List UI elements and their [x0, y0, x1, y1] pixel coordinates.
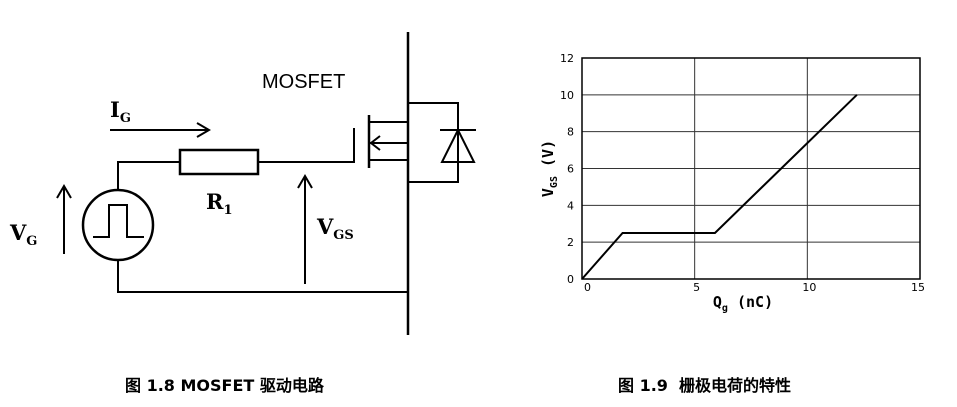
- caption-left: 图 1.8 MOSFET 驱动电路: [125, 376, 324, 395]
- vgs-arrow-head: [297, 174, 313, 189]
- y-tick-label: 4: [567, 199, 574, 212]
- x-tick-label: 5: [693, 281, 700, 294]
- ground-wire: [117, 260, 408, 293]
- r1-label: R1: [206, 189, 233, 218]
- diode-loop: [408, 102, 459, 183]
- vg-label: VG: [9, 220, 37, 249]
- resistor-r1: [178, 148, 260, 176]
- gate-source-symbol: [81, 188, 155, 262]
- y-tick-label: 6: [567, 163, 574, 176]
- vg-arrow-head: [56, 184, 72, 199]
- wire-source-to-resistor: [117, 161, 180, 190]
- x-tick-label: 15: [911, 281, 925, 294]
- plot-frame: [581, 57, 921, 280]
- mosfet-label: MOSFET: [262, 71, 345, 93]
- y-tick-label: 0: [567, 273, 574, 286]
- gate-charge-chart: 0 2 4 6 8 10 12 0 5 10 15 Qg (nC) VGS (V): [539, 52, 925, 314]
- y-tick-label: 2: [567, 236, 574, 249]
- y-tick-label: 10: [560, 89, 574, 102]
- ig-arrow-head: [196, 122, 211, 138]
- caption-right: 图 1.9 栅极电荷的特性: [618, 376, 792, 395]
- wire-resistor-to-gate: [258, 128, 355, 163]
- y-tick-label: 8: [567, 126, 574, 139]
- y-tick-label: 12: [560, 52, 574, 65]
- ig-label: IG: [110, 97, 131, 126]
- vgs-curve-line: [581, 94, 858, 280]
- x-tick-label: 0: [584, 281, 591, 294]
- body-arrow: [369, 135, 381, 151]
- pulse-waveform: [93, 204, 144, 238]
- y-axis-label: VGS (V): [539, 140, 560, 197]
- vgs-label: VGS: [316, 214, 354, 243]
- x-axis-label: Qg (nC): [713, 293, 773, 314]
- diode-triangle: [440, 127, 476, 163]
- mosfet-drive-circuit: [56, 32, 476, 335]
- x-tick-label: 10: [802, 281, 816, 294]
